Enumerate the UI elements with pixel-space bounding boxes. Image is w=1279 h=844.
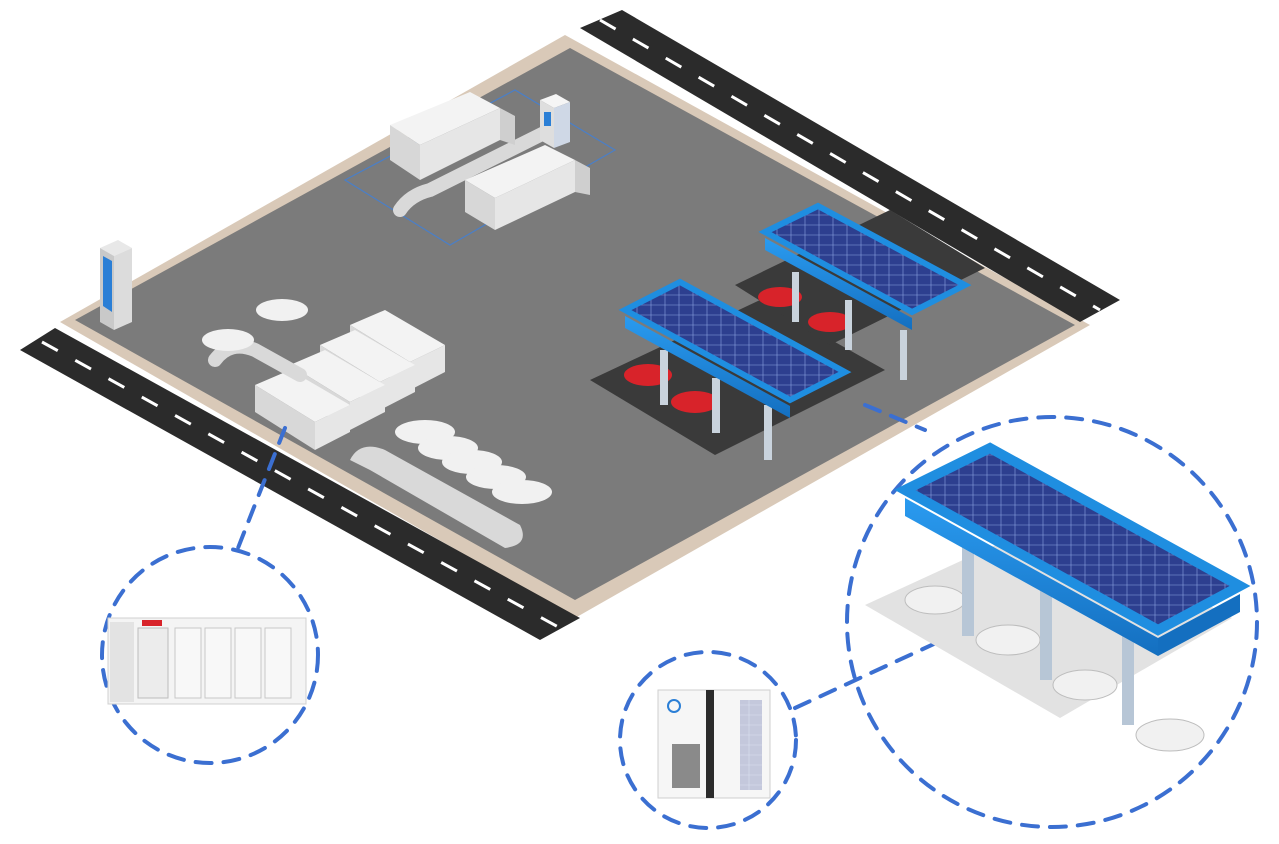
car-charging-area <box>202 299 552 548</box>
totem-sign <box>100 240 132 330</box>
battery-detail-callout <box>100 545 320 765</box>
callout-line-canopy <box>863 403 927 432</box>
truck-2 <box>465 145 590 230</box>
ground-plot <box>60 35 1090 618</box>
callout-line-battery <box>236 426 287 550</box>
truck-1 <box>390 92 515 180</box>
canopy-detail-callout <box>845 415 1259 829</box>
gas-station-canopy-1 <box>590 278 885 460</box>
charger-detail-callout <box>618 650 798 830</box>
road-top <box>580 10 1120 322</box>
road-left <box>20 328 580 640</box>
callout-line-charger <box>793 623 977 710</box>
battery-containers <box>255 310 445 450</box>
hydrogen-dispenser <box>540 94 570 148</box>
gas-station-canopy-2 <box>735 202 985 380</box>
